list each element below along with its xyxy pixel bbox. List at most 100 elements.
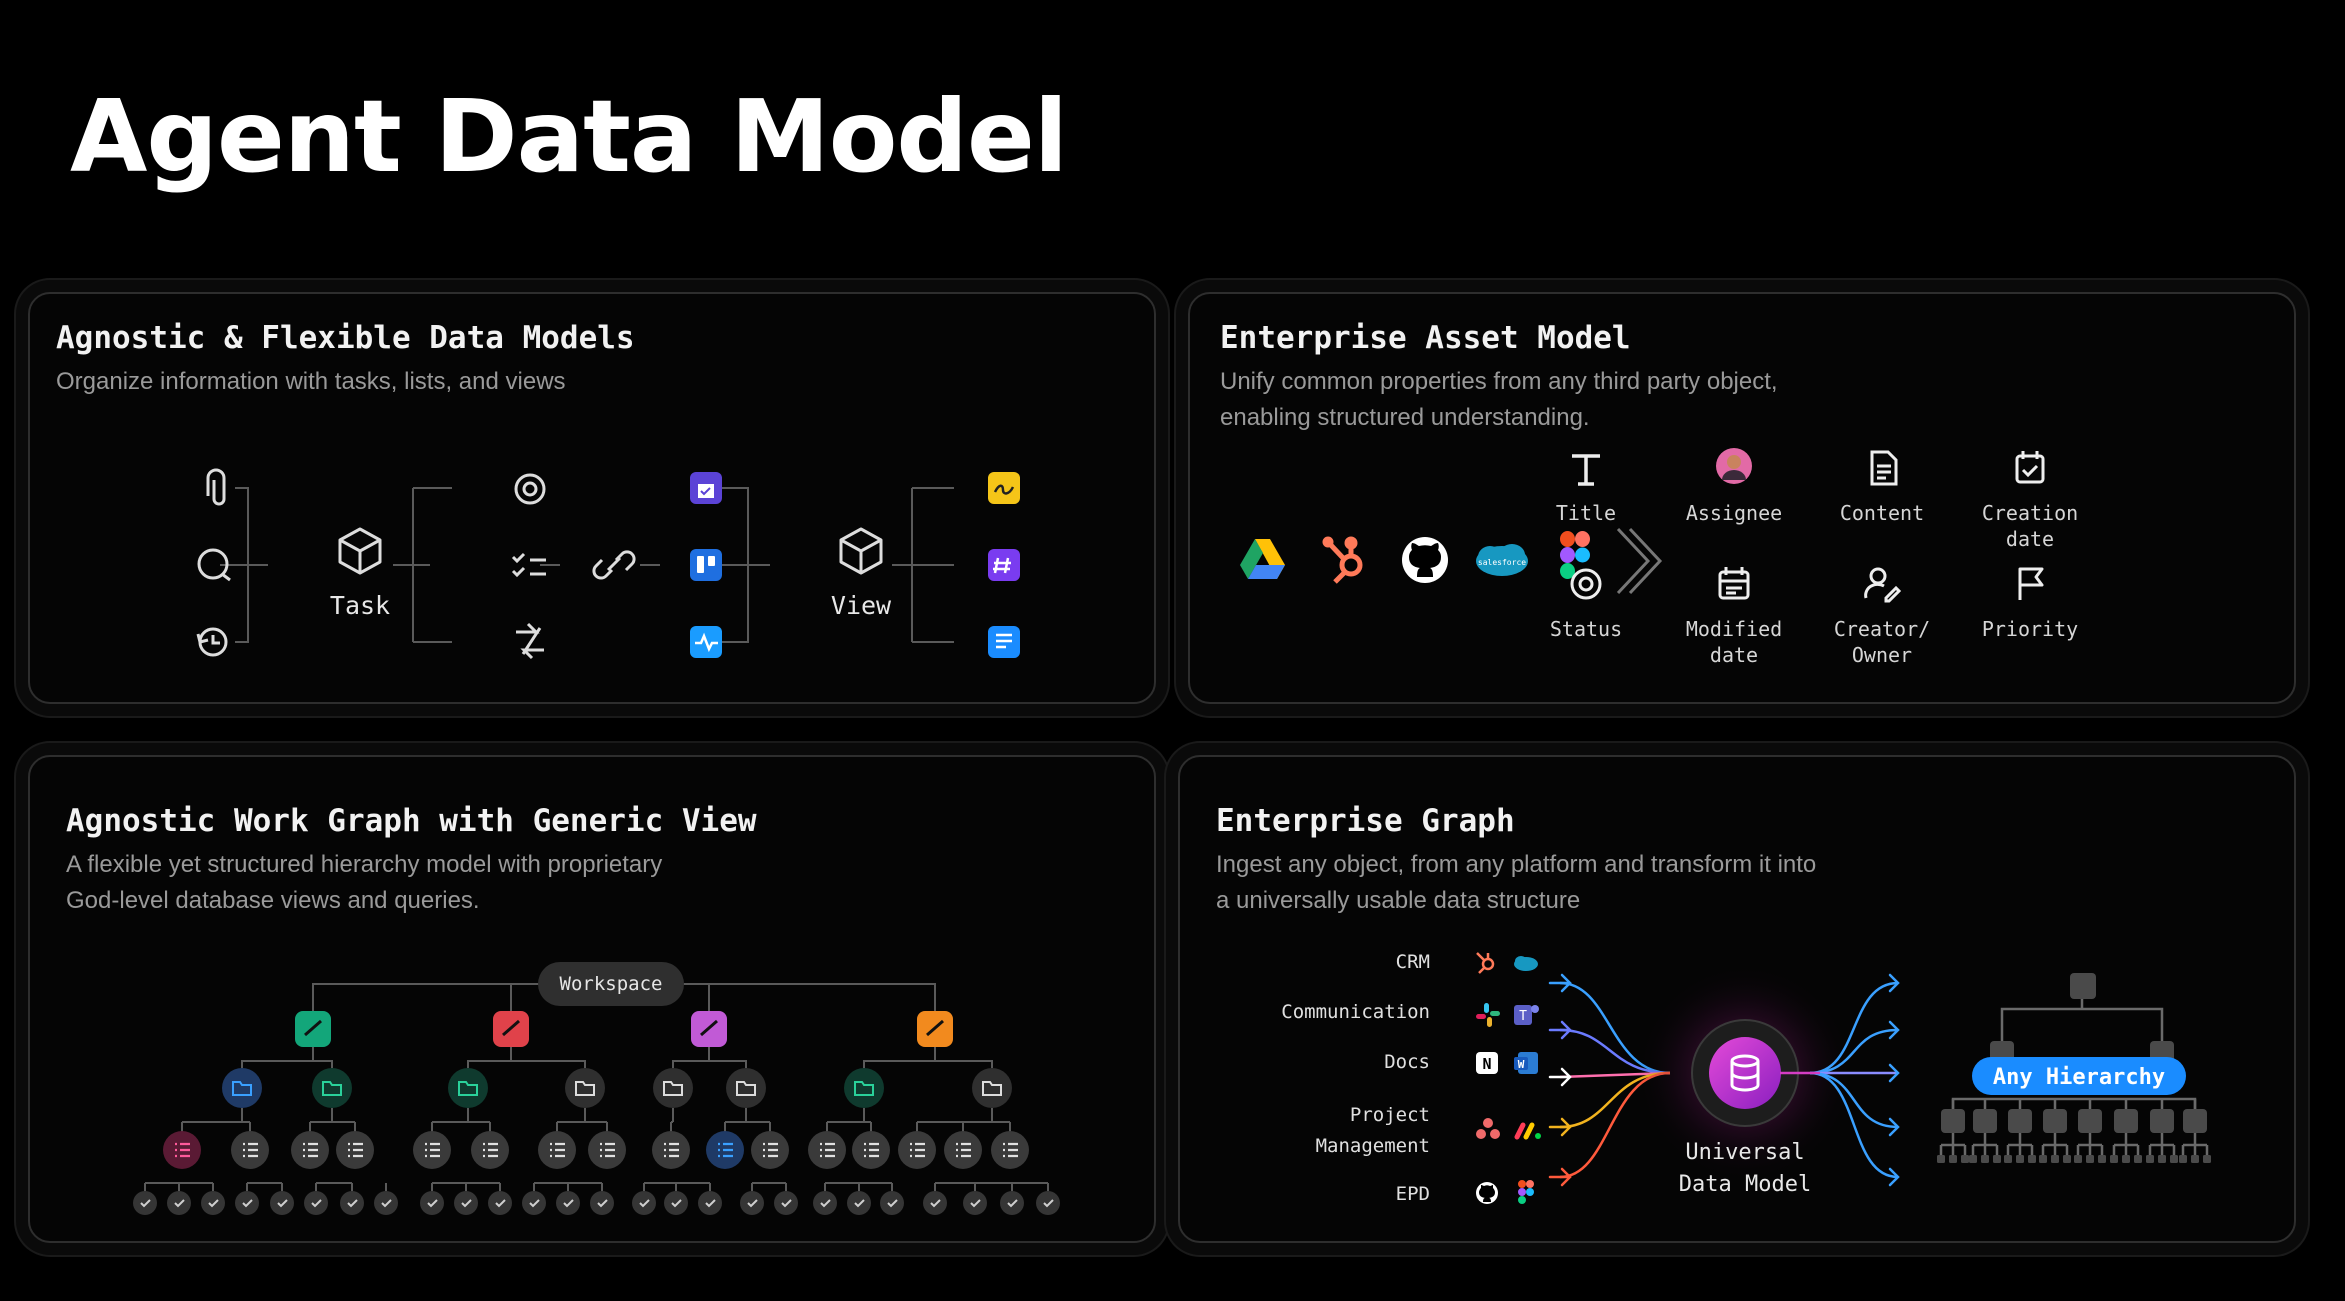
database-icon xyxy=(1730,1054,1760,1092)
avatar xyxy=(1716,448,1752,484)
hubspot-icon xyxy=(1476,952,1495,974)
hierarchy-leaf xyxy=(1949,1155,1957,1163)
card-subtitle: A flexible yet structured hierarchy mode… xyxy=(66,851,663,914)
property-modified-date: Modified date xyxy=(1664,560,1804,668)
chevron-right-icon xyxy=(1616,527,1663,595)
svg-text:T: T xyxy=(1519,1009,1527,1024)
task-node xyxy=(632,1191,656,1215)
list-icon xyxy=(425,1142,440,1158)
data-model-diagram: Task View xyxy=(196,468,1020,660)
folder-icon xyxy=(663,1081,683,1096)
hierarchy-leaf xyxy=(2179,1155,2187,1163)
hierarchy-leaf xyxy=(2146,1155,2154,1163)
check-icon xyxy=(781,1199,792,1208)
list-icon xyxy=(303,1142,318,1158)
hierarchy-leaf xyxy=(2028,1155,2036,1163)
channel-app-icon xyxy=(988,549,1020,581)
hierarchy-leaf xyxy=(2004,1155,2012,1163)
card-enterprise-graph: Enterprise Graph Ingest any object, from… xyxy=(1178,755,2296,1243)
check-icon xyxy=(311,1199,322,1208)
hierarchy-leaf xyxy=(2051,1155,2059,1163)
list-icon xyxy=(348,1142,363,1158)
space-icon xyxy=(700,1019,718,1037)
check-icon xyxy=(639,1199,650,1208)
card-title: Agnostic Work Graph with Generic View xyxy=(66,803,757,839)
page-title: Agent Data Model xyxy=(70,78,1068,195)
task-node xyxy=(167,1191,191,1215)
task-node xyxy=(923,1191,947,1215)
task-node xyxy=(1000,1191,1024,1215)
list-icon xyxy=(483,1142,498,1158)
space-icon xyxy=(926,1019,944,1037)
target-icon xyxy=(514,473,546,505)
document-icon xyxy=(1870,450,1898,486)
hierarchy-leaf xyxy=(2074,1155,2082,1163)
list-icon xyxy=(864,1142,879,1158)
check-icon xyxy=(970,1199,981,1208)
doc-app-icon xyxy=(988,626,1020,658)
card-subtitle: Unify common properties from any third p… xyxy=(1220,368,1778,431)
hierarchy-leaf xyxy=(2191,1155,2199,1163)
property-label: Modified date xyxy=(1685,617,1783,667)
any-hierarchy-badge[interactable] xyxy=(1972,1057,2186,1095)
paperclip-icon xyxy=(206,468,226,506)
workspace-node[interactable]: Workspace xyxy=(538,962,684,1006)
space-icon xyxy=(502,1019,520,1037)
folder-node xyxy=(726,1068,766,1108)
card-title: Enterprise Asset Model xyxy=(1220,320,1631,356)
property-label: Content xyxy=(1839,501,1925,525)
property-label: Creator/ Owner xyxy=(1833,617,1931,667)
list-icon xyxy=(1003,1142,1018,1158)
github-icon xyxy=(1402,537,1448,583)
check-icon xyxy=(381,1199,392,1208)
asana-icon xyxy=(1476,1118,1500,1139)
task-node xyxy=(698,1191,722,1215)
property-creator-owner: Creator/ Owner xyxy=(1812,560,1952,668)
check-icon xyxy=(597,1199,608,1208)
clipboard-app-icon xyxy=(690,472,722,504)
check-icon xyxy=(563,1199,574,1208)
hierarchy-leaf xyxy=(2098,1155,2106,1163)
property-creation-date: Creation date xyxy=(1960,444,2100,552)
task-node xyxy=(847,1191,871,1215)
folder-node xyxy=(844,1068,884,1108)
property-priority: Priority xyxy=(1960,560,2100,642)
task-node xyxy=(664,1191,688,1215)
checklist-icon xyxy=(511,552,546,578)
folder-icon xyxy=(736,1081,756,1096)
hierarchy-node xyxy=(2150,1109,2174,1133)
hierarchy-leaf xyxy=(1981,1155,1989,1163)
card-title: Agnostic & Flexible Data Models xyxy=(56,320,635,356)
hierarchy-leaf xyxy=(1961,1155,1969,1163)
view-label: View xyxy=(831,591,892,620)
calendar-edit-icon xyxy=(1718,567,1750,600)
list-icon xyxy=(175,1142,190,1158)
folder-icon xyxy=(232,1081,252,1096)
any-hierarchy-label: Any Hierarchy xyxy=(1993,1065,2165,1090)
status-icon xyxy=(1570,568,1602,600)
hierarchy-node xyxy=(1973,1109,1997,1133)
enterprise-graph-diagram: T N W xyxy=(1476,952,2211,1204)
folder-node xyxy=(448,1068,488,1108)
check-icon xyxy=(930,1199,941,1208)
task-node xyxy=(1036,1191,1060,1215)
figma-icon xyxy=(1560,531,1590,579)
check-icon xyxy=(1043,1199,1054,1208)
list-icon xyxy=(243,1142,258,1158)
hierarchy-leaf xyxy=(1993,1155,2001,1163)
task-node xyxy=(270,1191,294,1215)
hierarchy-node xyxy=(2183,1109,2207,1133)
flag-icon xyxy=(2018,567,2044,600)
property-label: Creation date xyxy=(1981,501,2079,551)
check-icon xyxy=(461,1199,472,1208)
source-label-communication: Communication xyxy=(1281,1001,1430,1023)
task-node xyxy=(522,1191,546,1215)
hierarchy-leaf xyxy=(2158,1155,2166,1163)
folder-icon xyxy=(854,1081,874,1096)
task-node xyxy=(880,1191,904,1215)
hierarchy-node xyxy=(2114,1109,2138,1133)
check-icon xyxy=(208,1199,219,1208)
card-data-models: Agnostic & Flexible Data Models Organize… xyxy=(28,292,1156,704)
hierarchy-node xyxy=(1941,1109,1965,1133)
google-drive-icon xyxy=(1240,539,1285,579)
